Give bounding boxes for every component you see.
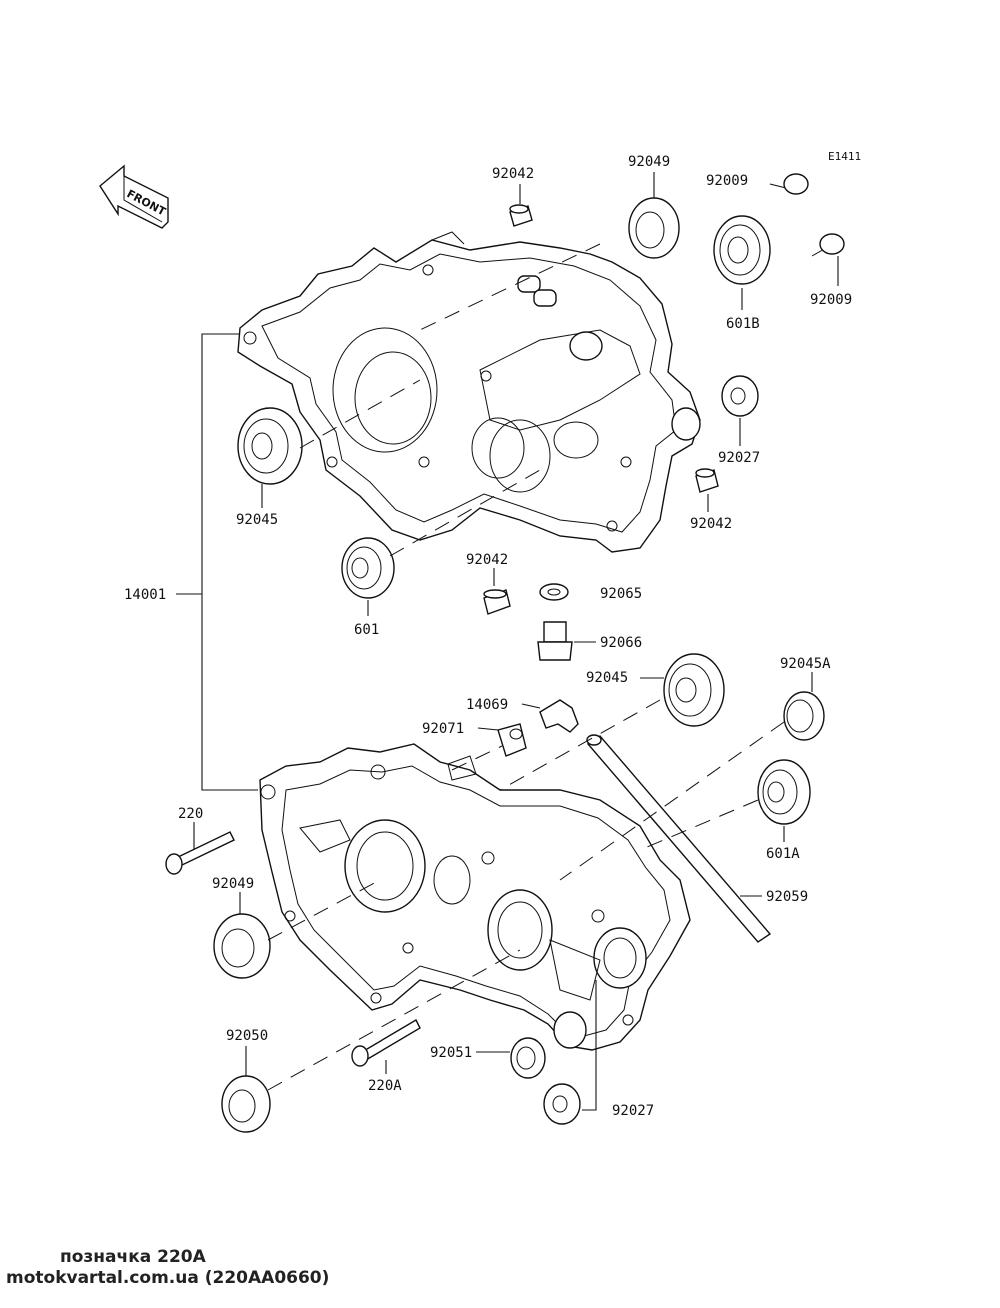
label-92045-mid: 92045 [586,670,628,686]
front-arrow-icon: FRONT [99,164,169,229]
bolt-220 [165,831,235,875]
caption-part-mark: позначка 220A [60,1247,206,1267]
oil-seal-92050 [221,1075,271,1133]
label-92059: 92059 [766,889,808,905]
bearing-601A [757,759,811,825]
leader-lines [176,172,839,1111]
label-92027-right: 92027 [718,450,760,466]
oil-seal-92049-bottom [213,913,271,979]
caption: позначка 220A motokvartal.com.ua (220AA0… [6,1247,329,1289]
label-601A: 601A [766,846,800,862]
label-92050: 92050 [226,1028,268,1044]
assembly-lines [267,243,785,1091]
label-92042-right: 92042 [690,516,732,532]
label-601B: 601B [726,316,760,332]
washer-92027-bottom [543,1083,581,1125]
lower-crankcase-half [259,743,691,1051]
label-14001: 14001 [124,587,166,603]
label-92009-top: 92009 [706,173,748,189]
label-92045-left: 92045 [236,512,278,528]
dowel-pin-92042-mid [483,589,511,615]
label-92009-right: 92009 [810,292,852,308]
label-92049-top: 92049 [628,154,670,170]
label-92049-bottom: 92049 [212,876,254,892]
drain-plug-92066 [537,621,573,661]
screw-92009-top [769,173,809,195]
label-92065: 92065 [600,586,642,602]
oil-seal-92049-top [628,197,680,259]
bearing-601 [341,537,395,599]
label-92042-top: 92042 [492,166,534,182]
gasket-92065 [539,583,569,601]
part-labels: 92042 92049 92009 92009 601B 14001 92045… [124,154,852,1119]
upper-crankcase-half [237,231,701,553]
bearing-92045-mid [663,653,725,727]
dowel-pin-92042-right [695,468,719,493]
bearing-92045-left [237,407,303,485]
label-220: 220 [178,806,203,822]
dowel-pin-92042-top [509,204,533,227]
label-92042-mid: 92042 [466,552,508,568]
label-92066: 92066 [600,635,642,651]
label-92051: 92051 [430,1045,472,1061]
oil-seal-92051 [510,1037,546,1079]
label-601: 601 [354,622,379,638]
diagram-code: E1411 [828,150,861,163]
elbow-fitting-14069 [539,699,579,733]
bearing-601B [713,215,771,285]
washer-92027-right [721,375,759,417]
label-92071: 92071 [422,721,464,737]
bolt-220A [351,1019,421,1067]
damper-92071 [497,723,527,757]
label-220A: 220A [368,1078,402,1094]
label-14069: 14069 [466,697,508,713]
label-92027-bottom: 92027 [612,1103,654,1119]
bearing-92045A [783,691,825,741]
pipe-92059 [586,734,772,943]
caption-source: motokvartal.com.ua (220AA0660) [6,1268,330,1288]
label-92045A: 92045A [780,656,831,672]
screw-92009-right [811,233,845,257]
